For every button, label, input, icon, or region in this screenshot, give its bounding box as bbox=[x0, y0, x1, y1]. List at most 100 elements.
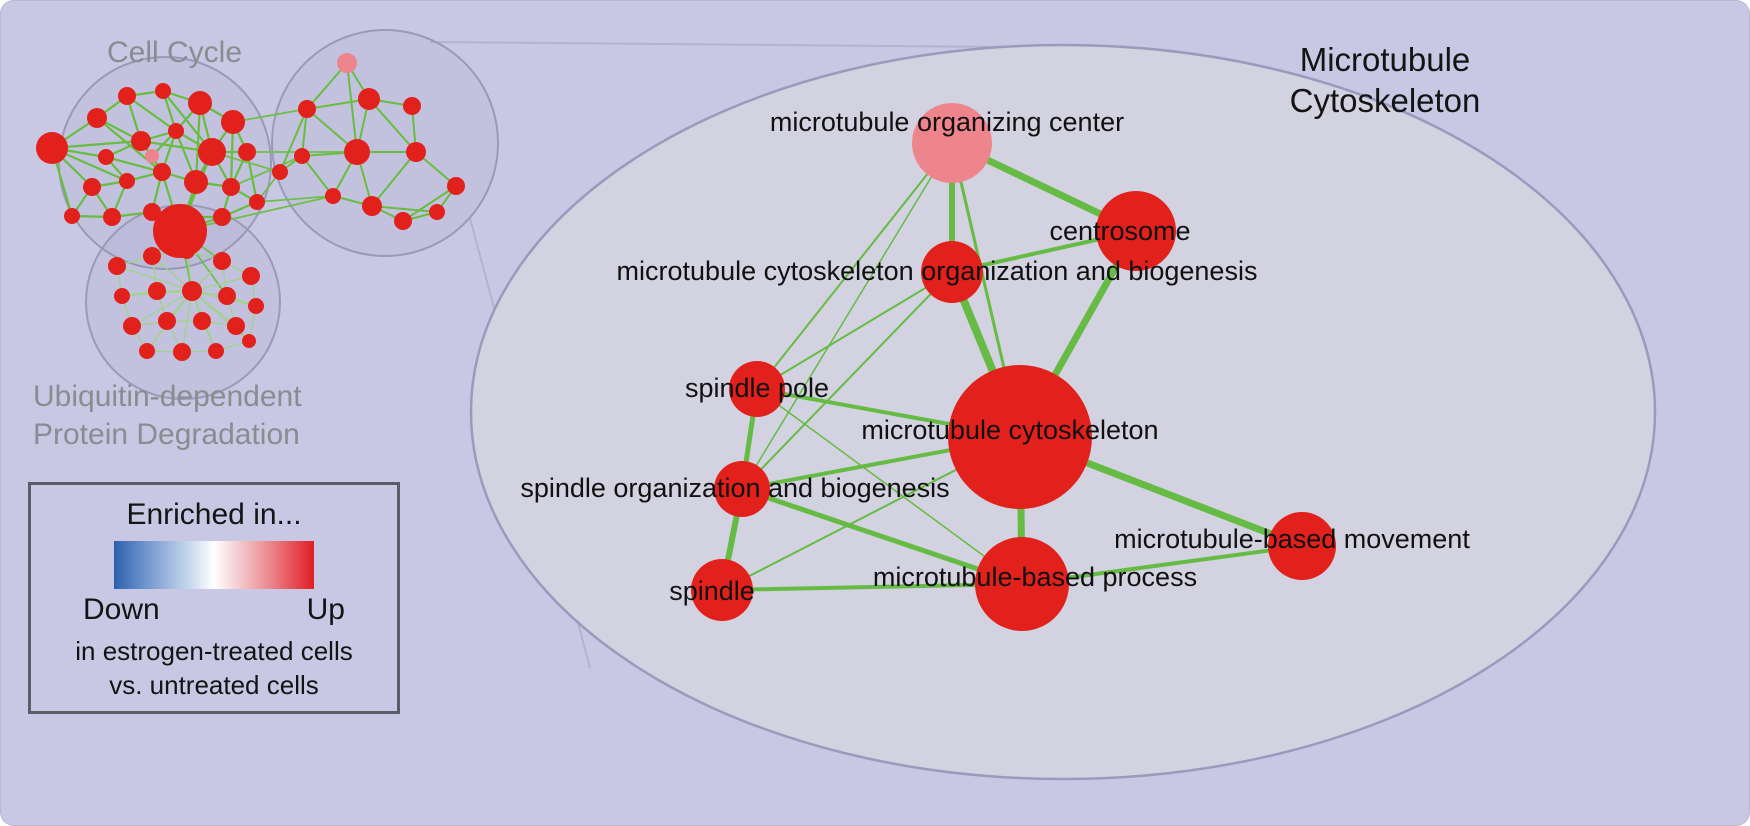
mini-edge bbox=[371, 205, 438, 213]
detail-node-label-moc: microtubule organizing center bbox=[770, 107, 1124, 137]
detail-node-label-mbm: microtubule-based movement bbox=[1114, 524, 1470, 554]
detail-edge-spindle_org-mbp bbox=[739, 486, 1025, 587]
mini-edge bbox=[194, 101, 202, 184]
mini-node-28 bbox=[294, 148, 310, 164]
detail-node-label-centrosome: centrosome bbox=[1049, 216, 1190, 246]
mini-edge bbox=[125, 94, 178, 133]
mini-node-47 bbox=[123, 317, 141, 335]
mini-node-46 bbox=[248, 298, 264, 314]
detail-node-spindle_pole bbox=[729, 361, 785, 417]
legend-up-label: Up bbox=[306, 593, 345, 626]
mini-edge bbox=[230, 155, 303, 188]
legend-title: Enriched in... bbox=[126, 498, 302, 531]
mini-node-51 bbox=[139, 343, 155, 359]
cluster-circle-microtubule-cytoskeleton bbox=[271, 29, 499, 257]
mini-node-7 bbox=[131, 131, 151, 151]
mini-node-41 bbox=[242, 267, 260, 285]
mini-node-17 bbox=[103, 208, 121, 226]
detail-node-spindle_org bbox=[714, 461, 770, 517]
cluster-label-cell-cycle: Cell Cycle bbox=[107, 34, 242, 72]
legend-box: Enriched in... Down Up in estrogen-treat… bbox=[28, 482, 400, 714]
mini-node-9 bbox=[198, 138, 226, 166]
detail-node-label-spindle_org: spindle organization and biogenesis bbox=[520, 473, 949, 503]
mini-node-54 bbox=[242, 334, 256, 348]
mini-node-3 bbox=[155, 83, 171, 99]
mini-node-10 bbox=[238, 143, 256, 161]
detail-node-centrosome bbox=[1096, 191, 1176, 271]
detail-edge-moc-spindle_org bbox=[741, 142, 953, 490]
mini-node-2 bbox=[118, 87, 136, 105]
mini-node-36 bbox=[272, 164, 288, 180]
mini-node-38 bbox=[143, 247, 161, 265]
mini-node-14 bbox=[184, 170, 208, 194]
mini-edge bbox=[116, 265, 193, 292]
mini-node-12 bbox=[119, 173, 135, 189]
legend-gradient-bar bbox=[114, 541, 314, 589]
mini-node-50 bbox=[227, 317, 245, 335]
cluster-label-ubiquitin: Ubiquitin-dependent Protein Degradation bbox=[33, 378, 302, 455]
mini-node-26 bbox=[358, 88, 380, 110]
mini-edge bbox=[104, 155, 164, 174]
mini-node-33 bbox=[362, 196, 382, 216]
mini-node-15 bbox=[222, 178, 240, 196]
mini-node-53 bbox=[208, 343, 224, 359]
mini-node-22 bbox=[145, 149, 159, 163]
mini-node-32 bbox=[325, 188, 341, 204]
detail-node-mbp bbox=[975, 537, 1069, 631]
mini-edge bbox=[191, 275, 252, 292]
mini-node-44 bbox=[182, 281, 202, 301]
mini-node-30 bbox=[406, 142, 426, 162]
mini-node-29 bbox=[344, 139, 370, 165]
mini-node-48 bbox=[158, 312, 176, 330]
mini-edge bbox=[232, 108, 308, 123]
detail-node-spindle bbox=[691, 559, 753, 621]
mini-node-34 bbox=[394, 212, 412, 230]
detail-node-mco bbox=[921, 241, 983, 303]
detail-node-label-spindle_pole: spindle pole bbox=[685, 373, 829, 403]
detail-edge-spindle_pole-mbp bbox=[756, 388, 1023, 585]
mini-node-11 bbox=[83, 178, 101, 196]
mini-node-35 bbox=[429, 204, 445, 220]
mini-edge bbox=[301, 155, 334, 197]
mini-node-1 bbox=[87, 108, 107, 128]
cluster-label-ubiquitin-line2: Protein Degradation bbox=[33, 418, 300, 452]
detail-cluster-title: Microtubule Cytoskeleton bbox=[1235, 40, 1535, 122]
detail-edge-mco-spindle_pole bbox=[756, 271, 953, 390]
detail-edge-spindle-mbp bbox=[720, 582, 1024, 592]
legend-subtitle-line1: in estrogen-treated cells bbox=[75, 636, 353, 666]
mini-edge bbox=[279, 108, 308, 173]
mini-node-45 bbox=[218, 287, 236, 305]
zoom-cone-line-0 bbox=[429, 41, 1006, 48]
mini-node-52 bbox=[173, 343, 191, 361]
mini-node-31 bbox=[447, 177, 465, 195]
mini-edge bbox=[346, 62, 358, 153]
legend-subtitle-line2: vs. untreated cells bbox=[109, 670, 319, 701]
mini-edge bbox=[402, 185, 457, 222]
detail-node-label-mco: microtubule cytoskeleton organization an… bbox=[617, 256, 1258, 286]
mini-node-4 bbox=[188, 91, 212, 115]
detail-node-mbm bbox=[1268, 512, 1336, 580]
detail-node-label-spindle: spindle bbox=[669, 576, 755, 606]
detail-edge-moc-spindle_pole bbox=[756, 142, 953, 390]
mini-edge bbox=[95, 116, 164, 174]
mini-edge bbox=[131, 290, 193, 327]
mini-node-6 bbox=[98, 149, 114, 165]
mini-edge bbox=[306, 62, 348, 110]
detail-title-line1: Microtubule bbox=[1299, 41, 1471, 78]
mini-edge bbox=[181, 290, 193, 353]
mini-node-39 bbox=[179, 243, 195, 259]
legend-down-label: Down bbox=[83, 593, 160, 626]
mini-node-24 bbox=[337, 53, 357, 73]
mini-node-20 bbox=[213, 208, 231, 226]
mini-node-18 bbox=[143, 203, 161, 221]
mini-edge bbox=[256, 195, 334, 203]
mini-node-37 bbox=[108, 257, 126, 275]
detail-node-mc bbox=[948, 365, 1092, 509]
detail-node-label-mc: microtubule cytoskeleton bbox=[861, 415, 1158, 445]
mini-node-23 bbox=[153, 204, 207, 258]
mini-edge bbox=[368, 98, 417, 153]
mini-node-0 bbox=[36, 132, 68, 164]
cluster-label-ubiquitin-line1: Ubiquitin-dependent bbox=[33, 380, 302, 413]
